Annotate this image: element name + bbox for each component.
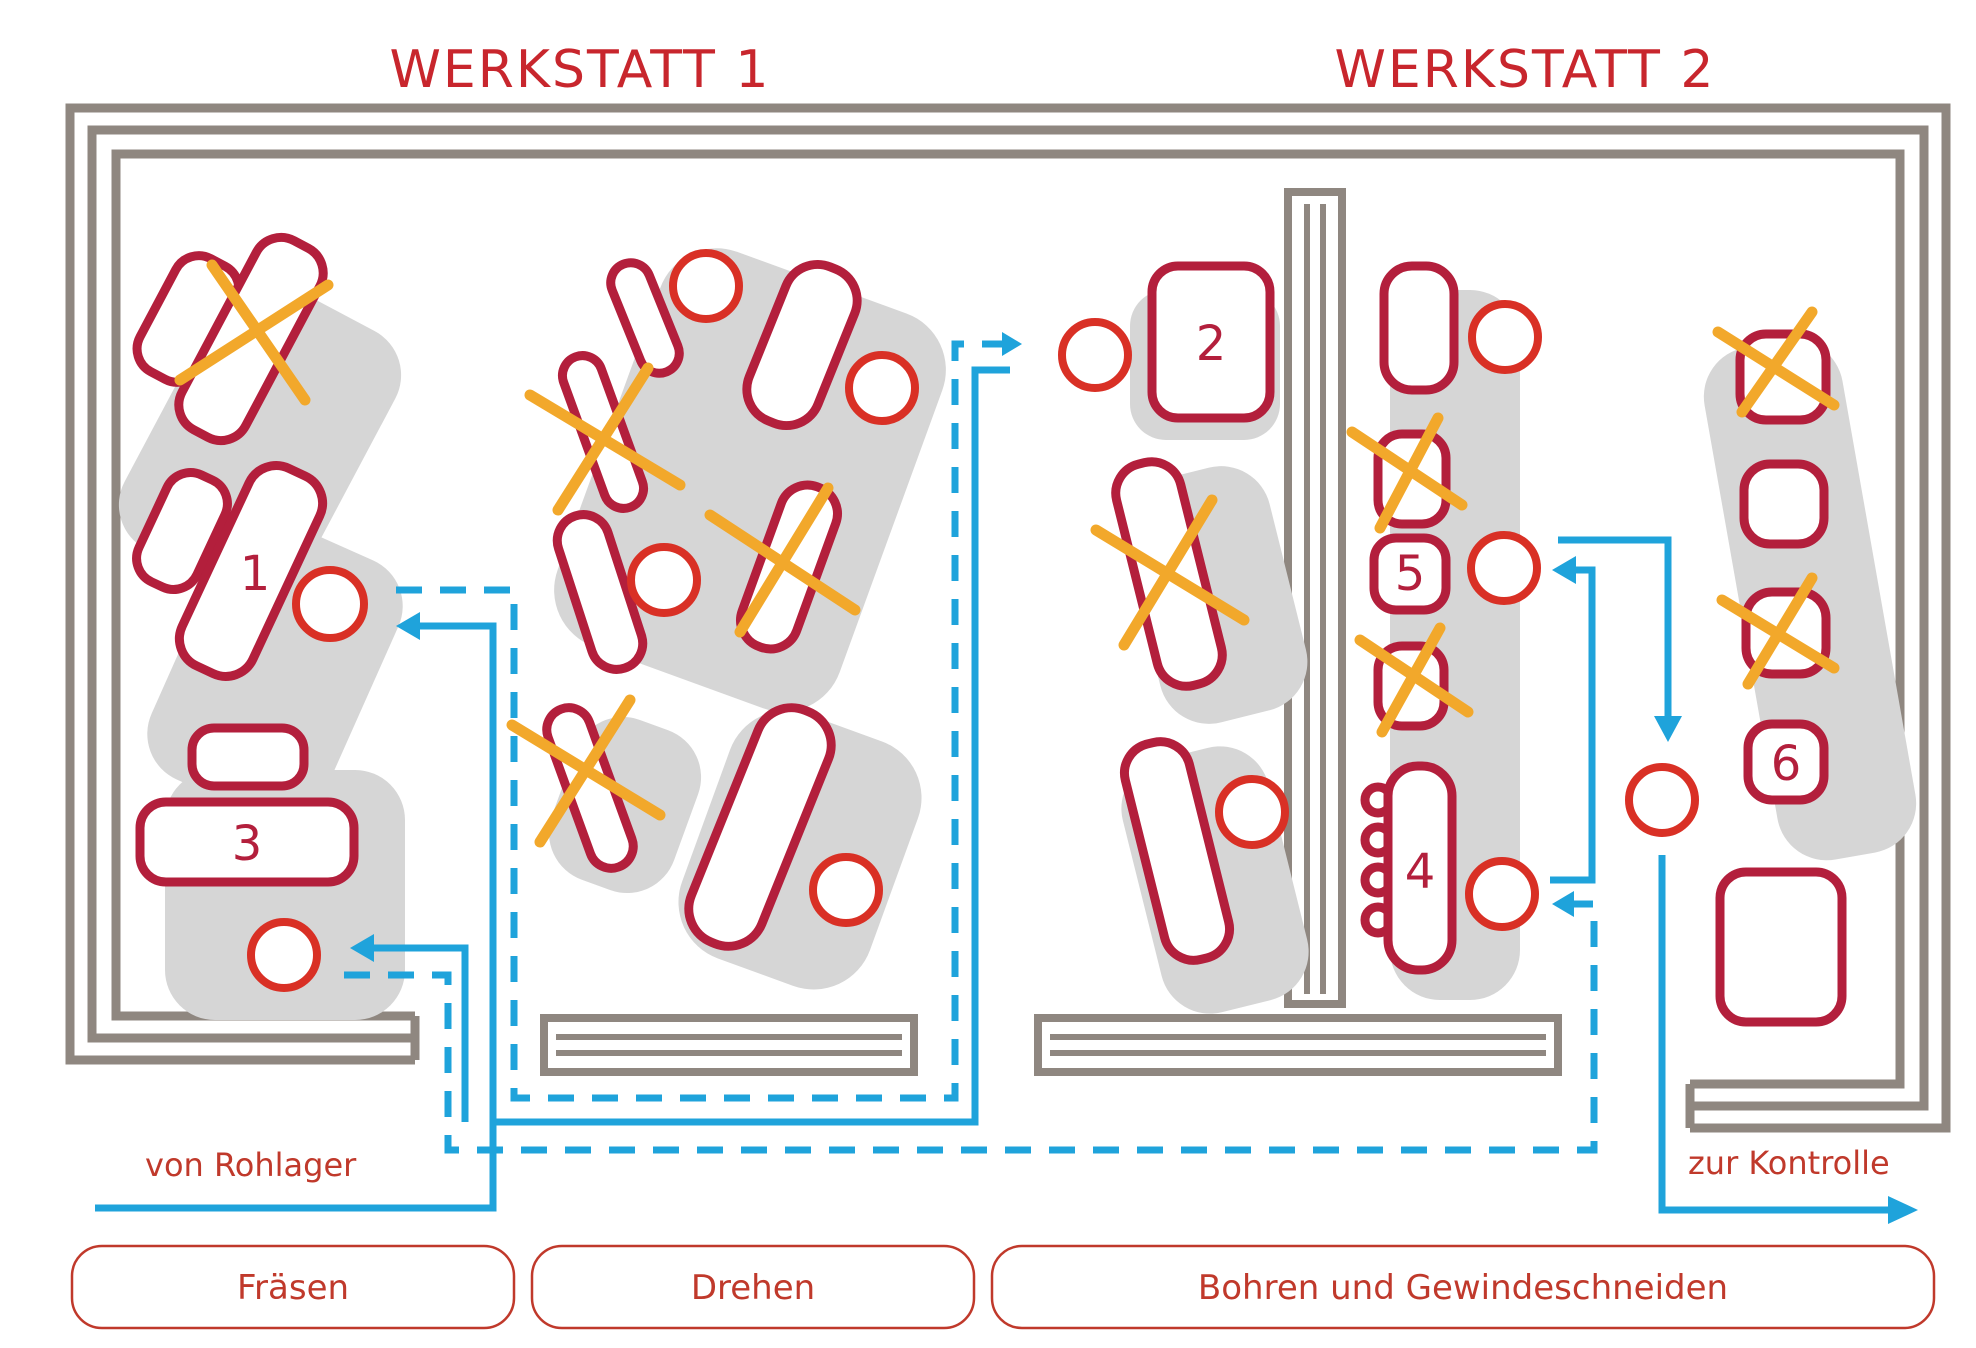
werkstatt-2-title: WERKSTATT 2 [1335,40,1716,100]
inbound-label: von Rohlager [145,1146,357,1184]
removed-marker [704,482,861,638]
machine-5 [1369,533,1451,615]
machine-2 [1147,261,1275,423]
department-label: Bohren und Gewindeschneiden [1198,1268,1728,1308]
machine-drehen-d [684,703,836,951]
workstation-4 [1465,857,1539,931]
outer-wall [65,103,1951,1133]
machine-fraesen-small [132,468,232,594]
removed-marker [1712,306,1840,418]
department-label: Drehen [691,1268,815,1308]
material-flow-solid [95,366,1918,1224]
machine-drehen-a [606,258,684,378]
machine-2-number: 2 [1196,316,1227,372]
machine-4 [1360,761,1457,975]
material-flow-dashed [344,332,1598,1154]
workstation-drehen-d [809,853,883,927]
removed-marker [524,362,686,516]
workstation-5 [1467,531,1541,605]
machine-1-number: 1 [240,546,271,602]
werkstatt-1-title: WERKSTATT 1 [390,40,771,100]
removed-marker [174,259,334,406]
machine-3 [135,797,359,887]
workstation-drehen-b [845,351,919,425]
machine-bohren-h [1715,867,1847,1027]
machine-3-number: 3 [232,816,263,872]
workstation-bohren-f [1468,300,1542,374]
machine-drehen-c [552,510,648,674]
department-drehen: Drehen [530,1244,976,1330]
machine-bohren-f [1379,261,1459,395]
workstation-drehen-a [669,249,743,323]
workstation-2 [1058,318,1132,392]
machine-6 [1743,719,1829,805]
workstation-3 [247,918,321,992]
department-fraesen: Fräsen [70,1244,516,1330]
outbound-label: zur Kontrolle [1688,1144,1890,1182]
machine-4-number: 4 [1405,844,1436,900]
machine-6-number: 6 [1771,736,1802,792]
interior-wall-vertical [1284,188,1346,1008]
removed-marker [1354,622,1474,738]
removed-marker [506,694,666,848]
machine-bohren-e [1119,737,1235,965]
machine-1 [174,461,328,681]
department-label: Fräsen [237,1268,349,1308]
department-bohren: Bohren und Gewindeschneiden [990,1244,1936,1330]
workstation-1 [292,566,368,642]
removed-marker [1346,412,1468,534]
interior-wall-drehen [540,1014,918,1076]
workstation-6 [1625,763,1699,837]
machine-3-upper [187,723,309,791]
workstation-drehen-c [627,543,701,617]
machine-drehen-b [742,259,862,431]
workstation-bohren-e [1215,775,1289,849]
machine-bohren-g [1739,459,1829,549]
machine-5-number: 5 [1395,546,1426,602]
removed-marker [1090,494,1250,651]
removed-marker [1716,572,1840,690]
interior-wall-bohren [1034,1014,1562,1076]
